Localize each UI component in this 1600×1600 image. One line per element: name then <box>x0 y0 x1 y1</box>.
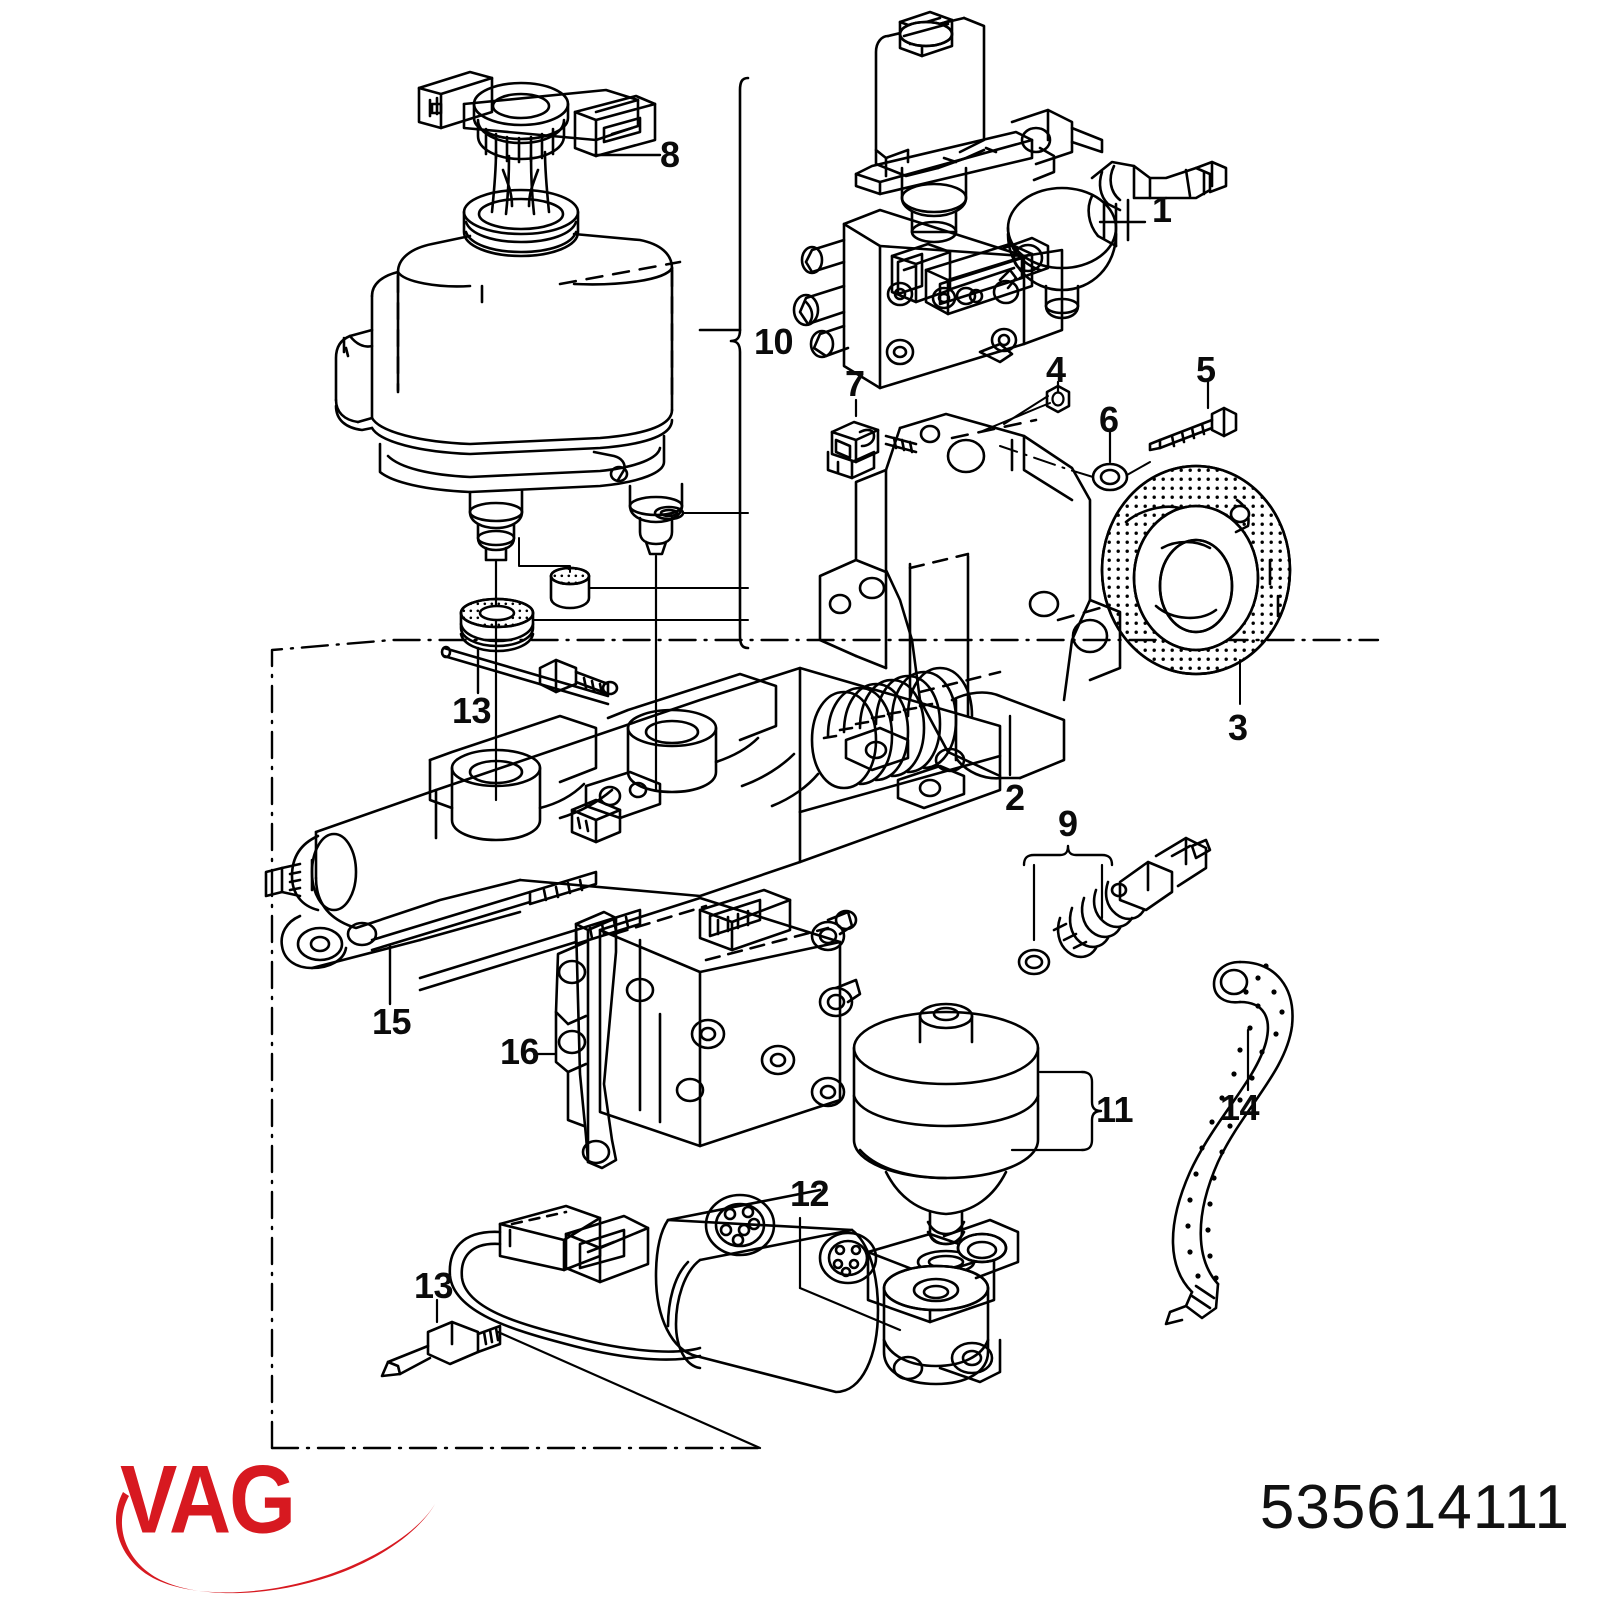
assembly-boundary-box <box>270 638 1380 1450</box>
part-8-reservoir-cap <box>417 70 657 216</box>
part-9-pressure-switch <box>1017 836 1212 976</box>
callout-label-14: 14 <box>1220 1087 1260 1128</box>
part-3-friction-disc <box>1100 464 1292 705</box>
part-number: 535614111 <box>1259 1473 1570 1542</box>
part-15-master-cylinder <box>264 645 1002 992</box>
part-13-level-switch <box>380 1204 762 1450</box>
callout-label-15: 15 <box>372 1001 412 1042</box>
callout-leader-lines <box>388 153 1012 1006</box>
part-11-pressure-accumulator <box>852 1002 1103 1275</box>
callout-label-13-upper: 13 <box>452 690 492 731</box>
callout-label-7: 7 <box>845 363 865 404</box>
part-13-sealing-grommet <box>459 597 749 653</box>
callout-label-12: 12 <box>790 1173 830 1214</box>
part-14-pressure-hose <box>1164 960 1294 1326</box>
callout-label-10: 10 <box>754 321 794 362</box>
callout-label-1: 1 <box>1152 189 1172 230</box>
callout-label-3: 3 <box>1228 707 1248 748</box>
callout-label-2: 2 <box>1005 777 1025 818</box>
callout-label-5: 5 <box>1196 349 1216 390</box>
part-10-fluid-reservoir <box>334 188 684 562</box>
part-1-abs-hydraulic-unit <box>792 10 1228 390</box>
callout-label-11: 11 <box>1096 1089 1134 1130</box>
vag-wordmark: VAG <box>120 1446 296 1554</box>
part-7-retaining-clip <box>826 398 918 480</box>
callout-label-6: 6 <box>1099 399 1119 440</box>
part-2-bracket-and-bellows <box>810 412 1122 790</box>
callout-label-13-lower: 13 <box>414 1265 454 1306</box>
callout-label-9: 9 <box>1058 803 1078 844</box>
part-16-control-unit-bracket <box>532 888 862 1170</box>
part-13-oring <box>653 505 749 521</box>
callout-label-4: 4 <box>1046 349 1066 390</box>
callout-bracket-10 <box>698 76 750 650</box>
part-12-pump-motor <box>654 1188 1020 1394</box>
callout-label-16: 16 <box>500 1031 540 1072</box>
part-6-o-ring <box>999 430 1151 492</box>
part-13-spacer-bush <box>518 537 749 610</box>
part-5-hex-bolt <box>1148 378 1238 452</box>
callout-label-8: 8 <box>660 134 680 175</box>
